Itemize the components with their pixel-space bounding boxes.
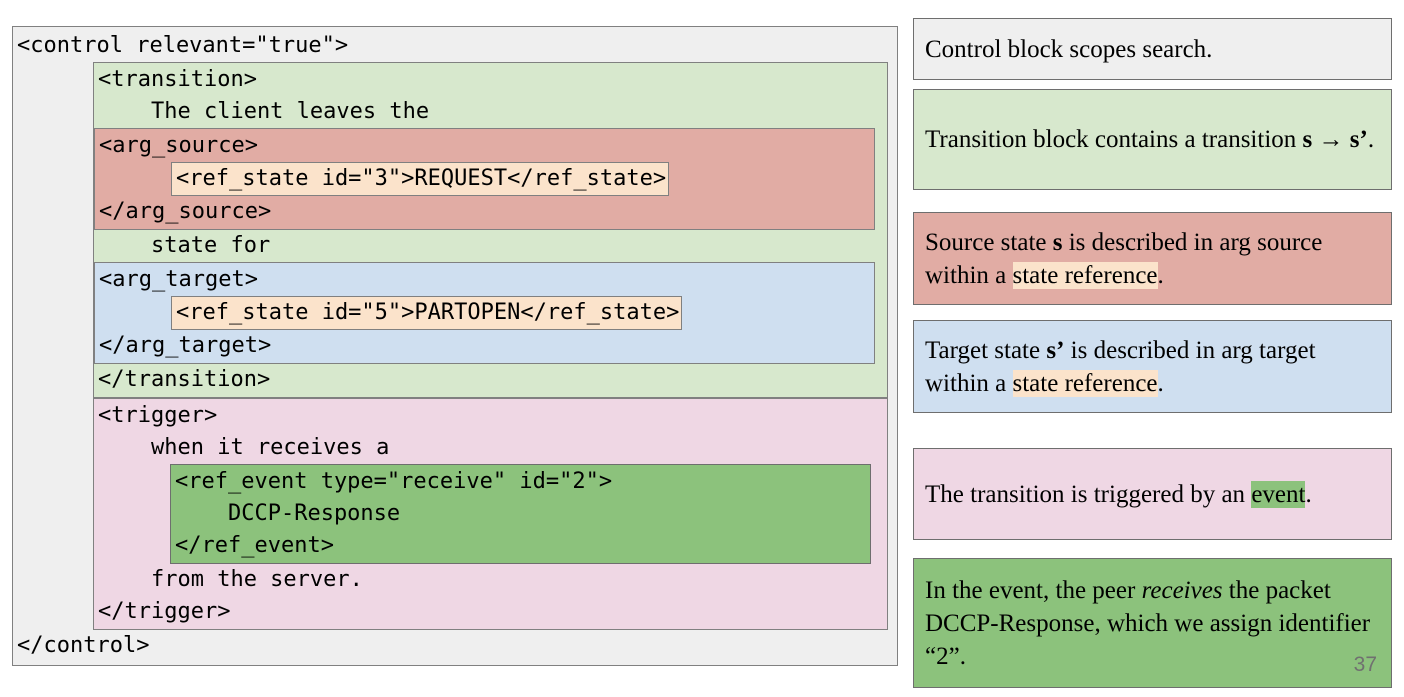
ref-event-open-tag: <ref_event type="receive" id="2"> (175, 469, 613, 494)
transition-close-tag: </transition> (98, 367, 271, 392)
arg-source-close-tag: </arg_source> (99, 199, 272, 224)
ref-event-body: DCCP-Response (175, 501, 401, 526)
arg-target-close-tag: </arg_target> (99, 333, 272, 358)
transition-prose-middle: state for (98, 233, 271, 258)
annotation-card-list: Control block scopes search. Transition … (913, 18, 1392, 688)
annotation-card-control: Control block scopes search. (913, 18, 1392, 80)
annotation-text-arg-target: Target state s’ is described in arg targ… (925, 336, 1316, 397)
arg-target-open-tag: <arg_target> (99, 267, 258, 292)
annotation-card-transition: Transition block contains a transition s… (913, 89, 1392, 190)
ref-state-target: <ref_state id="5">PARTOPEN</ref_state> (171, 296, 683, 330)
control-block: <control relevant="true"> <transition> T… (12, 26, 898, 666)
arg-source-open-tag: <arg_source> (99, 133, 258, 158)
ref-event-close-tag: </ref_event> (175, 533, 334, 558)
trigger-prose-after: from the server. (98, 567, 363, 592)
transition-prose-before: The client leaves the (98, 99, 430, 124)
annotation-text-control: Control block scopes search. (925, 35, 1213, 63)
trigger-block: <trigger> when it receives a <ref_event … (93, 398, 888, 630)
annotation-text-transition: Transition block contains a transition s… (925, 126, 1375, 153)
page-number: 37 (1353, 653, 1377, 676)
annotation-card-arg-source: Source state s is described in arg sourc… (913, 212, 1392, 305)
ref-event-block: <ref_event type="receive" id="2"> DCCP-R… (170, 464, 871, 564)
trigger-close-tag: </trigger> (98, 599, 231, 624)
annotation-text-ref-event: In the event, the peer receives the pack… (925, 576, 1371, 670)
arg-target-ref-state-row: <ref_state id="5">PARTOPEN</ref_state> (95, 296, 874, 330)
arg-source-ref-state-row: <ref_state id="3">REQUEST</ref_state> (95, 162, 874, 196)
annotation-card-trigger: The transition is triggered by an event. (913, 448, 1392, 540)
trigger-open-tag: <trigger> (98, 403, 218, 428)
transition-block: <transition> The client leaves the <arg_… (93, 62, 888, 398)
arg-target-block: <arg_target> <ref_state id="5">PARTOPEN<… (94, 262, 875, 364)
annotation-text-arg-source: Source state s is described in arg sourc… (925, 228, 1323, 289)
annotation-text-trigger: The transition is triggered by an event. (925, 480, 1312, 508)
control-children: <transition> The client leaves the <arg_… (93, 62, 897, 630)
trigger-prose-before: when it receives a (98, 435, 390, 460)
annotation-card-arg-target: Target state s’ is described in arg targ… (913, 320, 1392, 413)
annotation-card-ref-event: In the event, the peer receives the pack… (913, 558, 1392, 688)
ref-state-source: <ref_state id="3">REQUEST</ref_state> (171, 162, 670, 196)
control-close-tag: </control> (17, 633, 150, 658)
control-open-tag: <control relevant="true"> (17, 33, 349, 58)
transition-open-tag: <transition> (98, 67, 257, 92)
arg-source-block: <arg_source> <ref_state id="3">REQUEST</… (94, 128, 875, 230)
xml-code-panel: <control relevant="true"> <transition> T… (12, 26, 898, 666)
